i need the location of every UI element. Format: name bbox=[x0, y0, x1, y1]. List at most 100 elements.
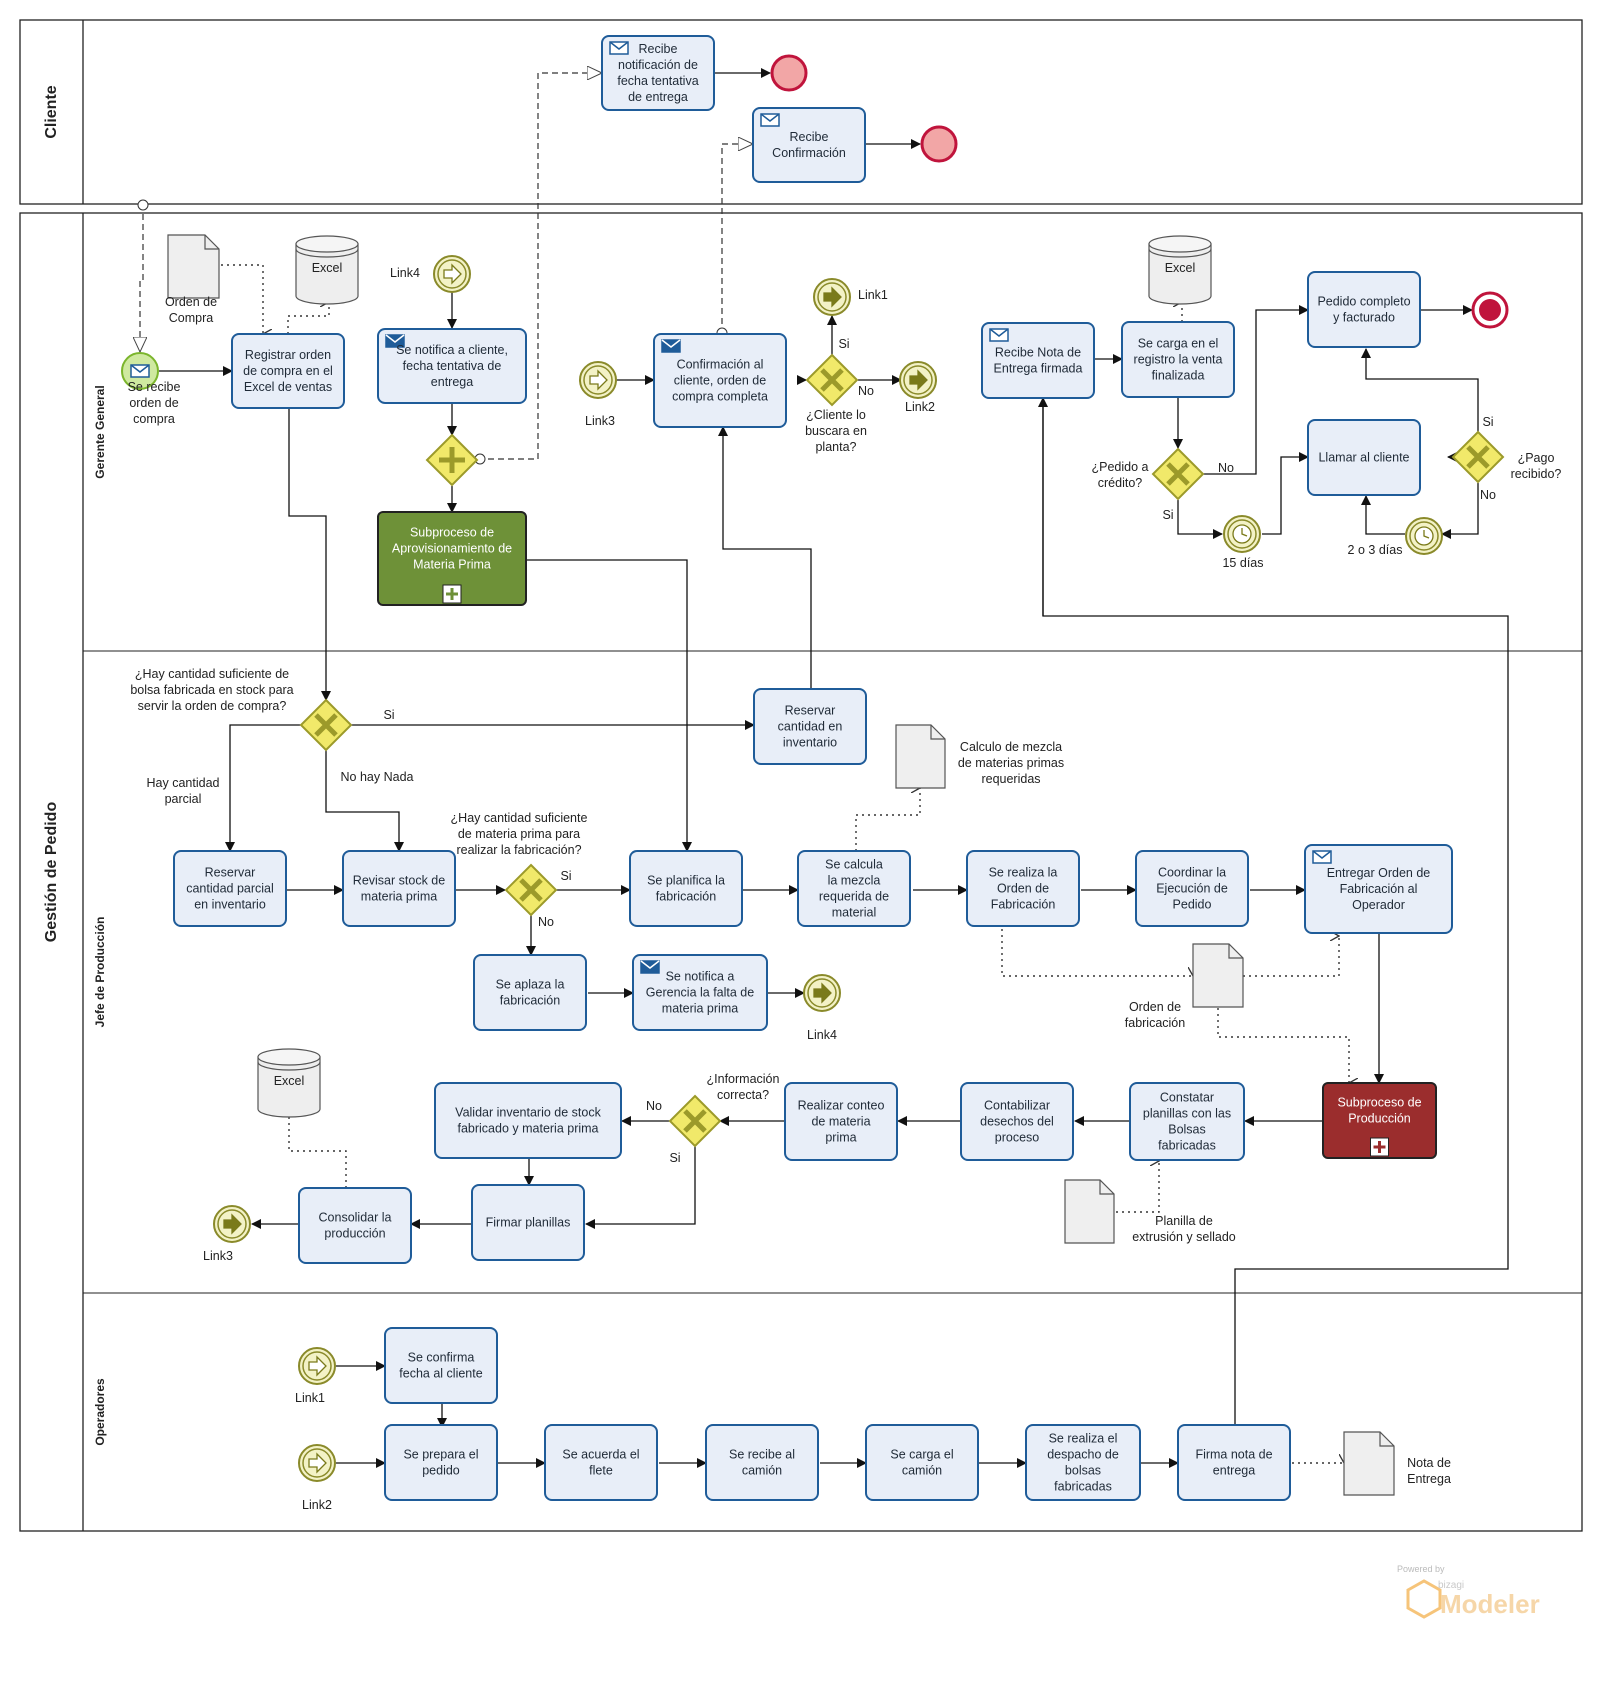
timer-event-15 bbox=[1223, 515, 1261, 553]
task-label-line: bolsas bbox=[1065, 1464, 1101, 1478]
label-hay-parcial-line: Hay cantidad bbox=[147, 776, 220, 790]
label-no-hay-nada: No hay Nada bbox=[341, 770, 414, 784]
task-j-validar[interactable]: Validar inventario de stock fabricado y m… bbox=[434, 1082, 622, 1159]
label-cliente-planta-line: ¿Cliente lo bbox=[806, 408, 866, 422]
link-arrow-icon bbox=[223, 1213, 242, 1235]
task-label-line: camión bbox=[742, 1464, 782, 1478]
datastore-excel-1: Excel bbox=[295, 235, 359, 305]
task-label-line: de compra en el bbox=[243, 364, 333, 378]
task-label-line: entrega bbox=[431, 375, 473, 389]
clock-icon bbox=[1232, 524, 1252, 544]
task-label-line: Bolsas bbox=[1168, 1123, 1206, 1137]
label-calculo-mezcla-line: requeridas bbox=[981, 772, 1040, 786]
task-label-line: producción bbox=[324, 1227, 385, 1241]
associations bbox=[221, 264, 1349, 1463]
task-j-firmar[interactable]: Firmar planillas bbox=[471, 1184, 585, 1261]
task-o-camion[interactable]: Se recibe al camión bbox=[705, 1424, 819, 1501]
datastore-label: Excel bbox=[274, 1074, 305, 1088]
task-label-line: Fabricación al bbox=[1340, 882, 1418, 896]
label-stock-bolsa-line: bolsa fabricada en stock para bbox=[130, 683, 293, 697]
task-label-line: Se notifica a cliente, bbox=[396, 343, 508, 357]
flow-label-si: Si bbox=[669, 1151, 680, 1165]
task-label: Validar inventario de stock fabricado y m… bbox=[455, 1106, 601, 1136]
link-arrow-icon bbox=[308, 1355, 327, 1377]
task-label-line: cantidad parcial bbox=[186, 882, 274, 896]
task-label-line: flete bbox=[589, 1464, 613, 1478]
label-link2: Link2 bbox=[302, 1498, 332, 1512]
label-planilla-line: extrusión y sellado bbox=[1132, 1230, 1236, 1244]
task-label-line: Validar inventario de stock bbox=[455, 1106, 601, 1120]
label-pedido-credito-line: ¿Pedido a bbox=[1092, 460, 1149, 474]
label-pedido-credito-line: crédito? bbox=[1098, 476, 1143, 490]
task-label-line: Orden de bbox=[997, 882, 1049, 896]
datastore-label: Excel bbox=[1165, 261, 1196, 275]
task-label-line: fabricado y materia prima bbox=[457, 1122, 598, 1136]
task-label-line: Registrar orden bbox=[245, 348, 331, 362]
label-hay-parcial-line: parcial bbox=[165, 792, 202, 806]
subprocess-label-line: Subproceso de bbox=[410, 526, 494, 540]
task-label-line: Fabricación bbox=[991, 898, 1056, 912]
plus-box-icon bbox=[1370, 1137, 1389, 1157]
task-label-line: Entrega firmada bbox=[994, 362, 1083, 376]
exclusive-x-icon bbox=[683, 1109, 707, 1133]
link-event-2-catch bbox=[298, 1444, 336, 1482]
task-label-line: Se carga en el bbox=[1138, 337, 1219, 351]
task-label-line: prima bbox=[825, 1131, 856, 1145]
task-g-llamar[interactable]: Llamar al cliente bbox=[1307, 419, 1421, 496]
task-label-line: materia prima bbox=[662, 1002, 738, 1016]
label-hay-parcial: Hay cantidad parcial bbox=[147, 776, 220, 806]
link-arrow-icon bbox=[909, 369, 928, 391]
link-event-4-throw bbox=[803, 974, 841, 1012]
task-g-notifica[interactable]: Se notifica a cliente,fecha tentativa de… bbox=[377, 328, 527, 404]
task-label-line: Firma nota de bbox=[1195, 1448, 1272, 1462]
task-label-line: de materia bbox=[811, 1115, 870, 1129]
task-label-line: Se recibe al bbox=[729, 1448, 795, 1462]
flow-label-no: No bbox=[858, 384, 874, 398]
lane-label-jefe: Jefe de Producción bbox=[93, 917, 107, 1028]
lane-label-gerente: Gerente General bbox=[93, 385, 107, 478]
link-event-1-catch bbox=[298, 1347, 336, 1385]
datastore-excel-3: Excel bbox=[257, 1048, 321, 1118]
envelope-icon bbox=[640, 960, 660, 974]
task-label-line: fabricadas bbox=[1158, 1139, 1216, 1153]
flow-label-si: Si bbox=[560, 869, 571, 883]
